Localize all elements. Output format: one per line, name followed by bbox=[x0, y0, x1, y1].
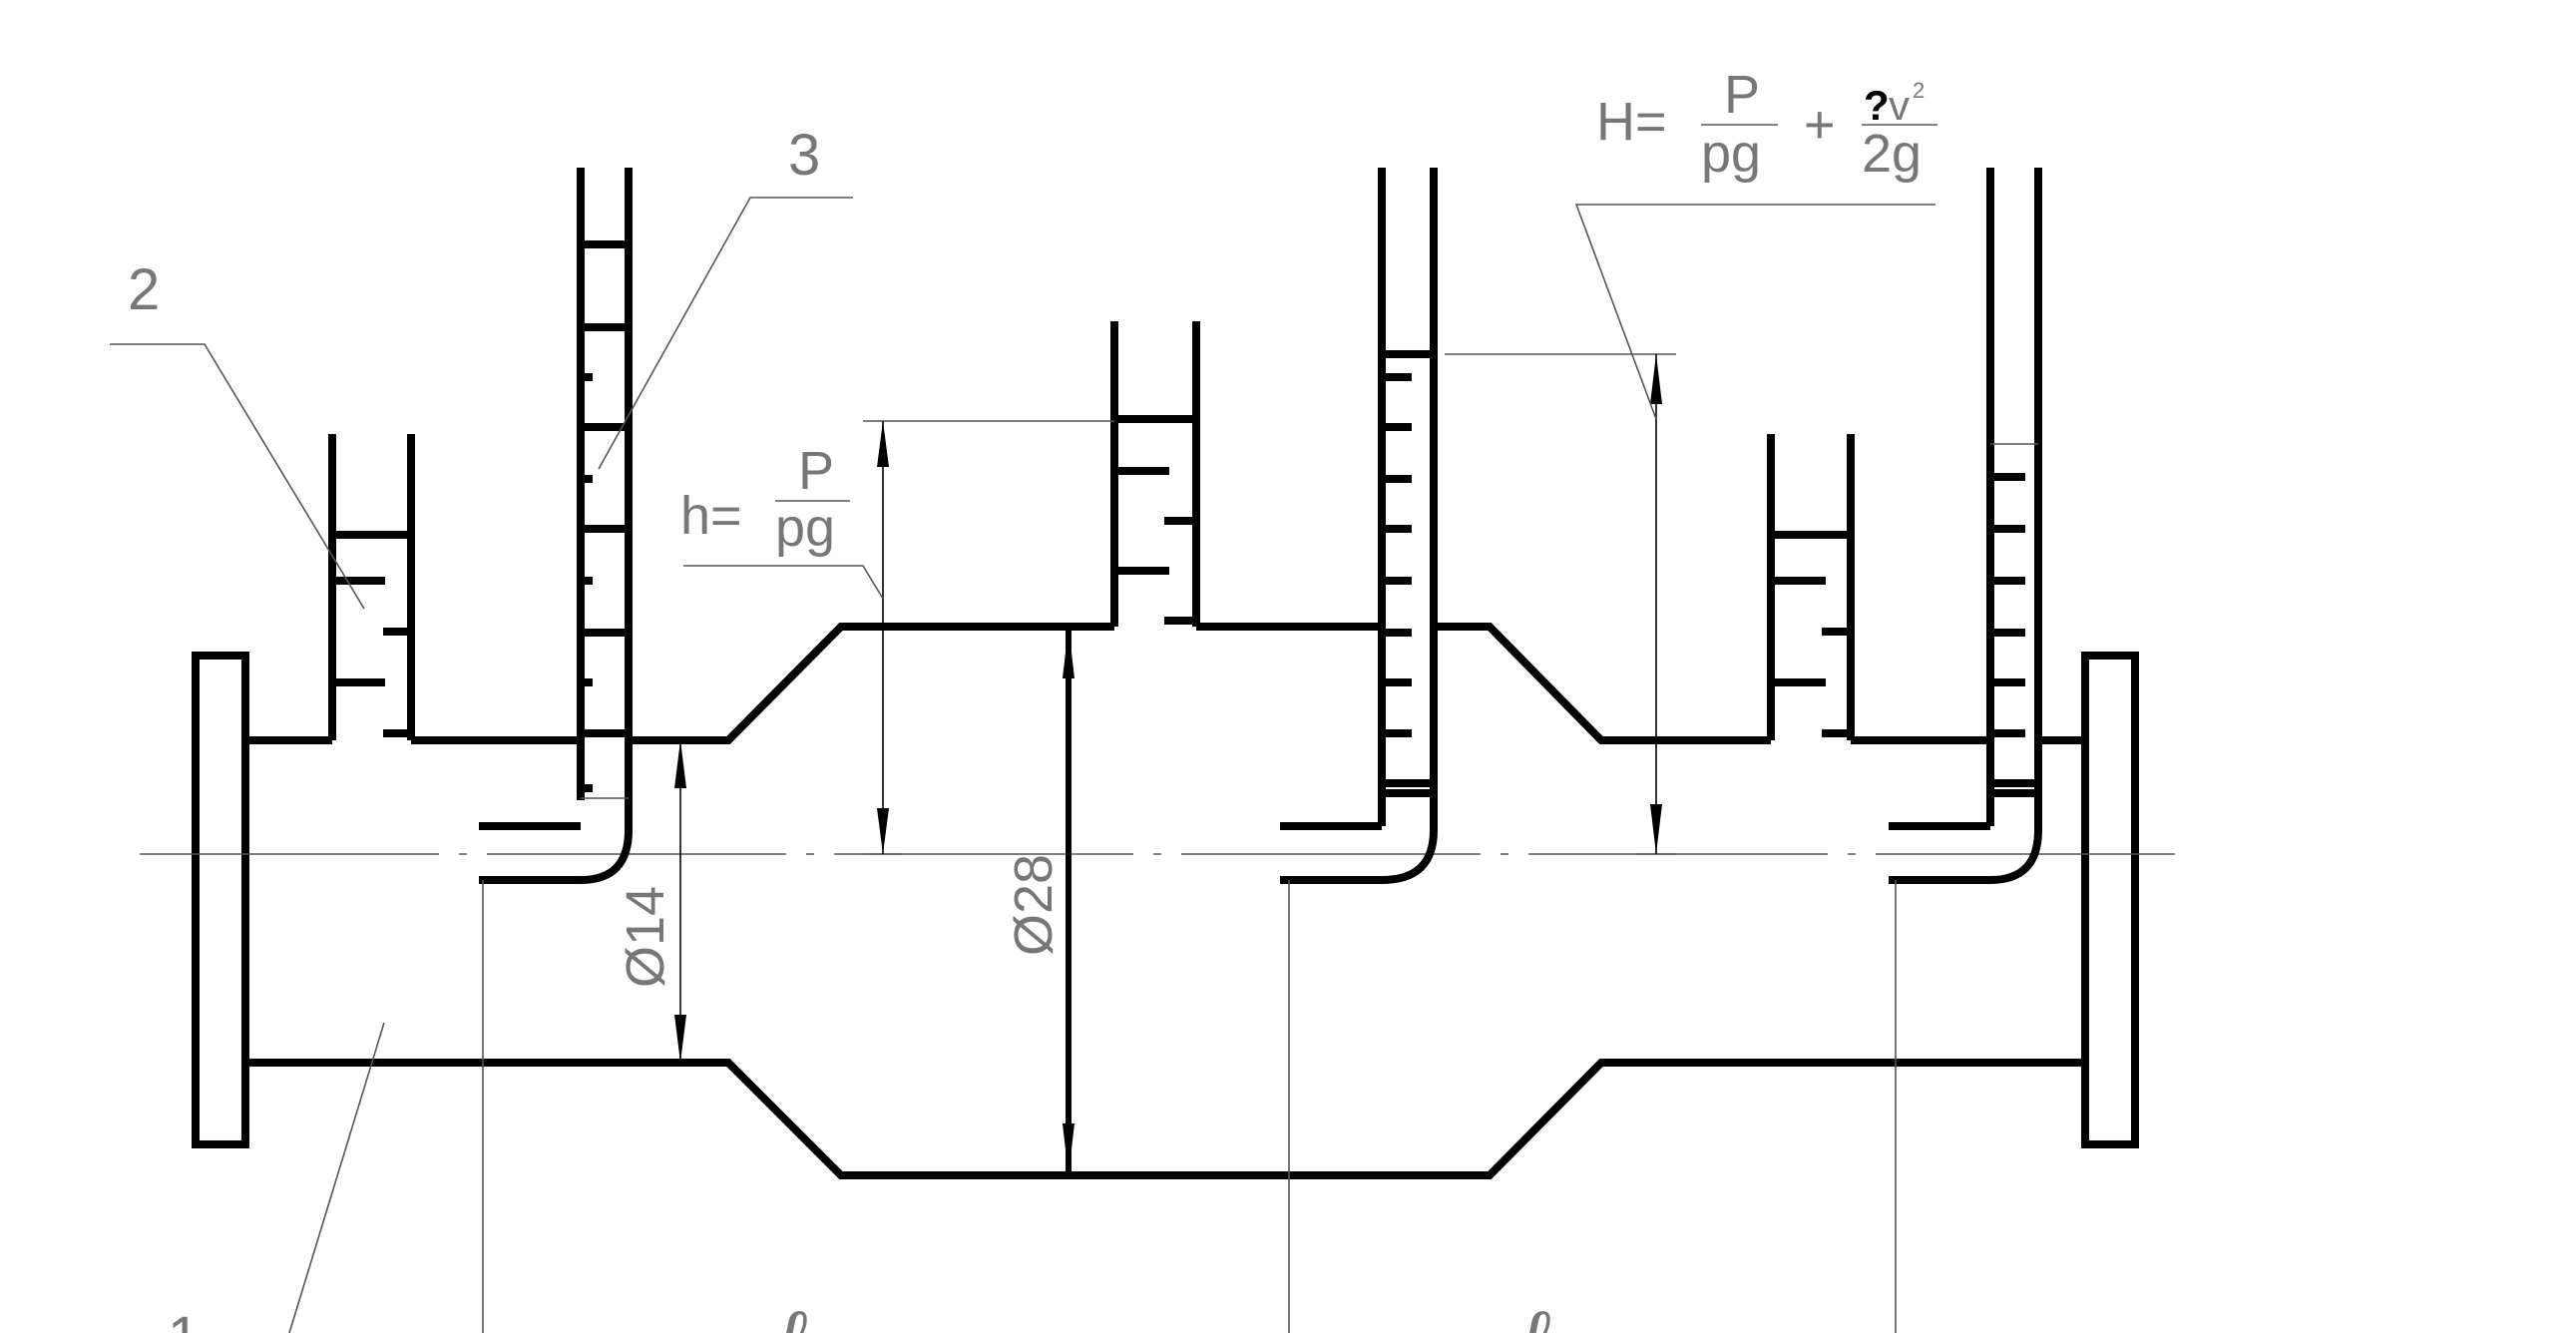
formula-H-denominator: pg bbox=[1701, 124, 1761, 184]
dimension-h bbox=[683, 420, 1114, 855]
formula-H-plus: + bbox=[1804, 95, 1836, 155]
formula-H-exponent: 2 bbox=[1913, 78, 1925, 103]
pipe-top-wall-seg3 bbox=[629, 623, 1114, 744]
pitot-tube-1 bbox=[479, 168, 633, 884]
pipe-top-wall-seg5 bbox=[1434, 623, 1771, 744]
large-diameter-label: Ø28 bbox=[1004, 854, 1064, 956]
leader-part-3 bbox=[598, 197, 853, 470]
formula-h: h= P pg bbox=[680, 441, 850, 558]
formula-H-denominator2: 2g bbox=[1862, 124, 1922, 184]
pitot-tube-2 bbox=[1280, 168, 1438, 884]
section-label-a: ℓ₁-₂ bbox=[777, 1295, 886, 1333]
right-flange bbox=[2081, 652, 2139, 1148]
formula-H-numerator: P bbox=[1724, 65, 1760, 125]
formula-H-velocity: v bbox=[1889, 82, 1910, 129]
formula-h-lhs: h= bbox=[680, 486, 742, 546]
formula-H-lhs: H= bbox=[1596, 92, 1667, 152]
formula-H-coef: ? bbox=[1864, 82, 1890, 129]
pipe-body bbox=[192, 623, 2139, 1179]
piezometer-tube-1 bbox=[328, 434, 415, 740]
left-flange bbox=[192, 652, 249, 1148]
part-label-3: 3 bbox=[788, 123, 820, 188]
pitot-tube-3 bbox=[1889, 168, 2042, 884]
dimension-large-diameter: Ø28 bbox=[1004, 627, 1074, 1175]
piezometer-tube-2 bbox=[1110, 321, 1200, 627]
section-lines bbox=[482, 880, 1897, 1333]
section-label-b: ℓ₂-₃ bbox=[1520, 1295, 1636, 1333]
formula-H: H= P pg + ? v 2 2g bbox=[1596, 65, 1937, 184]
part-label-2: 2 bbox=[128, 257, 160, 322]
dimension-small-diameter: Ø14 bbox=[616, 740, 686, 1063]
piezometer-tube-3 bbox=[1767, 434, 1855, 740]
leader-lines bbox=[110, 197, 853, 1333]
formula-h-denominator: pg bbox=[775, 498, 835, 558]
part-label-1: 1 bbox=[168, 1305, 200, 1333]
pipe-bottom-wall bbox=[245, 1059, 2085, 1179]
dimension-H bbox=[1445, 204, 1935, 855]
formula-h-numerator: P bbox=[798, 441, 834, 501]
leader-part-2 bbox=[110, 343, 365, 610]
leader-part-1 bbox=[288, 1022, 385, 1333]
small-diameter-label: Ø14 bbox=[616, 886, 675, 988]
